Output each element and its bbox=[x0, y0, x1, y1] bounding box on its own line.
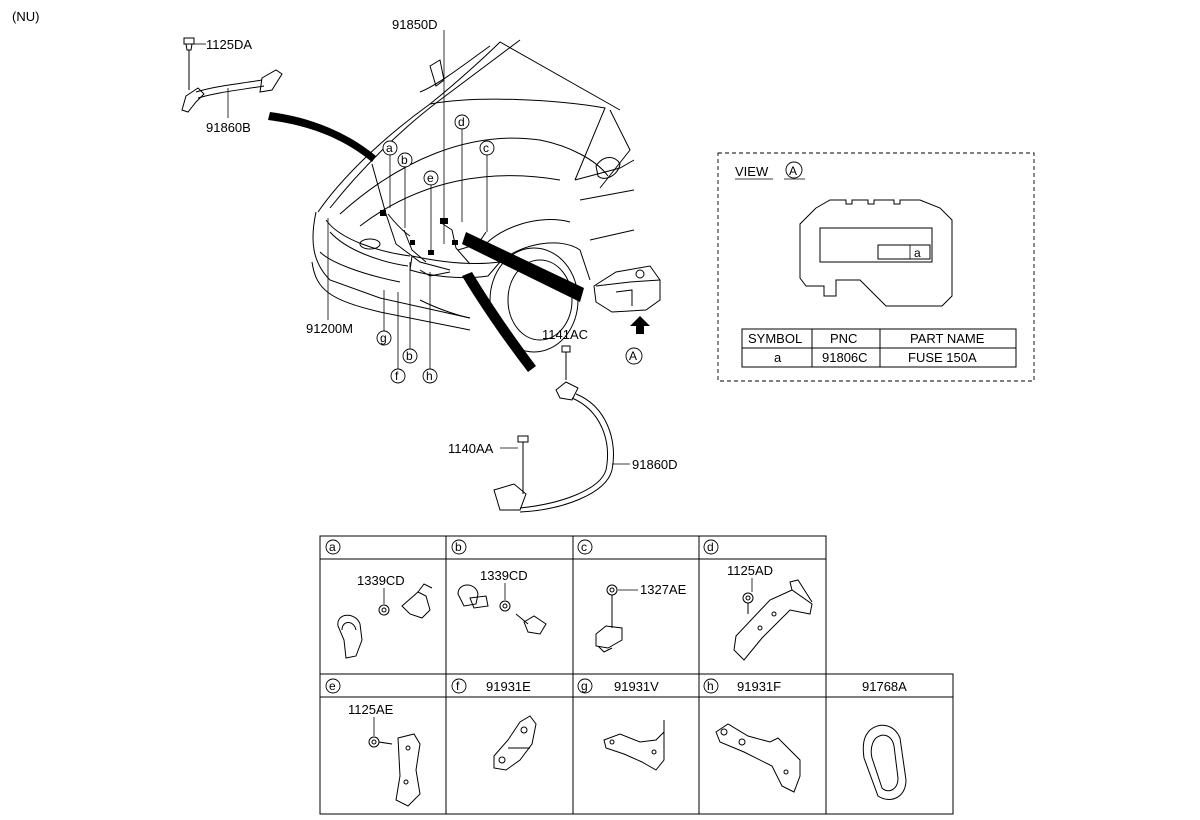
svg-text:h: h bbox=[707, 679, 714, 693]
table-cell-symbol: a bbox=[774, 350, 782, 365]
arrow-pointer-right bbox=[462, 232, 584, 302]
svg-text:e: e bbox=[427, 171, 434, 185]
view-arrow bbox=[630, 316, 650, 334]
grid-cell-letters: a b c d e f g h bbox=[325, 539, 719, 694]
cable-91860b: 91860B bbox=[181, 69, 283, 135]
view-letter: A bbox=[789, 164, 797, 178]
svg-text:b: b bbox=[455, 540, 462, 554]
part-label-f: 91931E bbox=[486, 679, 531, 694]
detail-g: 91931V bbox=[603, 679, 665, 771]
svg-text:g: g bbox=[380, 331, 387, 345]
bolt-1125da-group: 1125DA bbox=[183, 37, 252, 90]
part-label-a: 1339CD bbox=[357, 573, 405, 588]
detail-c: 1327AE bbox=[595, 582, 687, 653]
svg-text:A: A bbox=[629, 349, 637, 363]
table-header-pnc: PNC bbox=[830, 331, 857, 346]
battery-cable-91860d: 91860D 1140AA bbox=[448, 345, 678, 513]
label-91860b: 91860B bbox=[206, 120, 251, 135]
part-label-grommet: 91768A bbox=[862, 679, 907, 694]
detail-e: 1125AE bbox=[348, 702, 421, 807]
view-a-panel bbox=[717, 152, 1035, 382]
view-table: SYMBOL PNC PART NAME a 91806C FUSE 150A bbox=[741, 328, 1017, 368]
part-label-e: 1125AE bbox=[348, 702, 394, 717]
detail-d: 1125AD bbox=[727, 563, 813, 661]
svg-text:a: a bbox=[329, 540, 336, 554]
detail-grid bbox=[319, 535, 954, 815]
fuse-letter: a bbox=[914, 246, 921, 260]
svg-text:e: e bbox=[329, 679, 336, 693]
label-91200m: 91200M bbox=[306, 321, 353, 336]
label-91860d: 91860D bbox=[632, 457, 678, 472]
car-front-view bbox=[311, 39, 635, 353]
detail-b: 1339CD bbox=[457, 568, 547, 635]
part-label-g: 91931V bbox=[614, 679, 659, 694]
table-cell-pnc: 91806C bbox=[822, 350, 868, 365]
label-1141ac: 1141AC bbox=[542, 327, 588, 342]
svg-text:b: b bbox=[401, 153, 408, 167]
fuse-box-view: a bbox=[799, 199, 953, 307]
svg-text:f: f bbox=[395, 369, 399, 383]
svg-text:h: h bbox=[426, 369, 433, 383]
svg-text:d: d bbox=[707, 540, 714, 554]
part-label-d: 1125AD bbox=[727, 563, 773, 578]
detail-a: 1339CD bbox=[337, 573, 433, 659]
label-91850d: 91850D bbox=[392, 17, 438, 32]
page-tag: (NU) bbox=[12, 9, 40, 24]
table-header-part-name: PART NAME bbox=[910, 331, 985, 346]
detail-h: 91931F bbox=[715, 679, 801, 793]
part-label-h: 91931F bbox=[737, 679, 781, 694]
detail-grommet: 91768A bbox=[862, 679, 907, 800]
detail-f: 91931E bbox=[486, 679, 537, 771]
svg-text:c: c bbox=[581, 540, 587, 554]
label-1125da: 1125DA bbox=[206, 37, 252, 52]
table-header-symbol: SYMBOL bbox=[748, 331, 802, 346]
svg-text:f: f bbox=[456, 679, 460, 693]
fuse-box-on-car bbox=[593, 265, 661, 313]
svg-text:d: d bbox=[458, 115, 465, 129]
letter-callouts: a b e d c g b f h A bbox=[376, 114, 643, 384]
svg-text:b: b bbox=[406, 349, 413, 363]
view-title: VIEW bbox=[735, 164, 769, 179]
arrow-pointer-left bbox=[268, 112, 376, 162]
part-label-b: 1339CD bbox=[480, 568, 528, 583]
svg-text:c: c bbox=[483, 141, 489, 155]
part-label-c: 1327AE bbox=[640, 582, 687, 597]
svg-text:g: g bbox=[581, 679, 588, 693]
arrow-pointer-down bbox=[462, 272, 536, 372]
label-1140aa: 1140AA bbox=[448, 441, 494, 456]
svg-text:a: a bbox=[386, 141, 393, 155]
table-cell-part-name: FUSE 150A bbox=[908, 350, 977, 365]
